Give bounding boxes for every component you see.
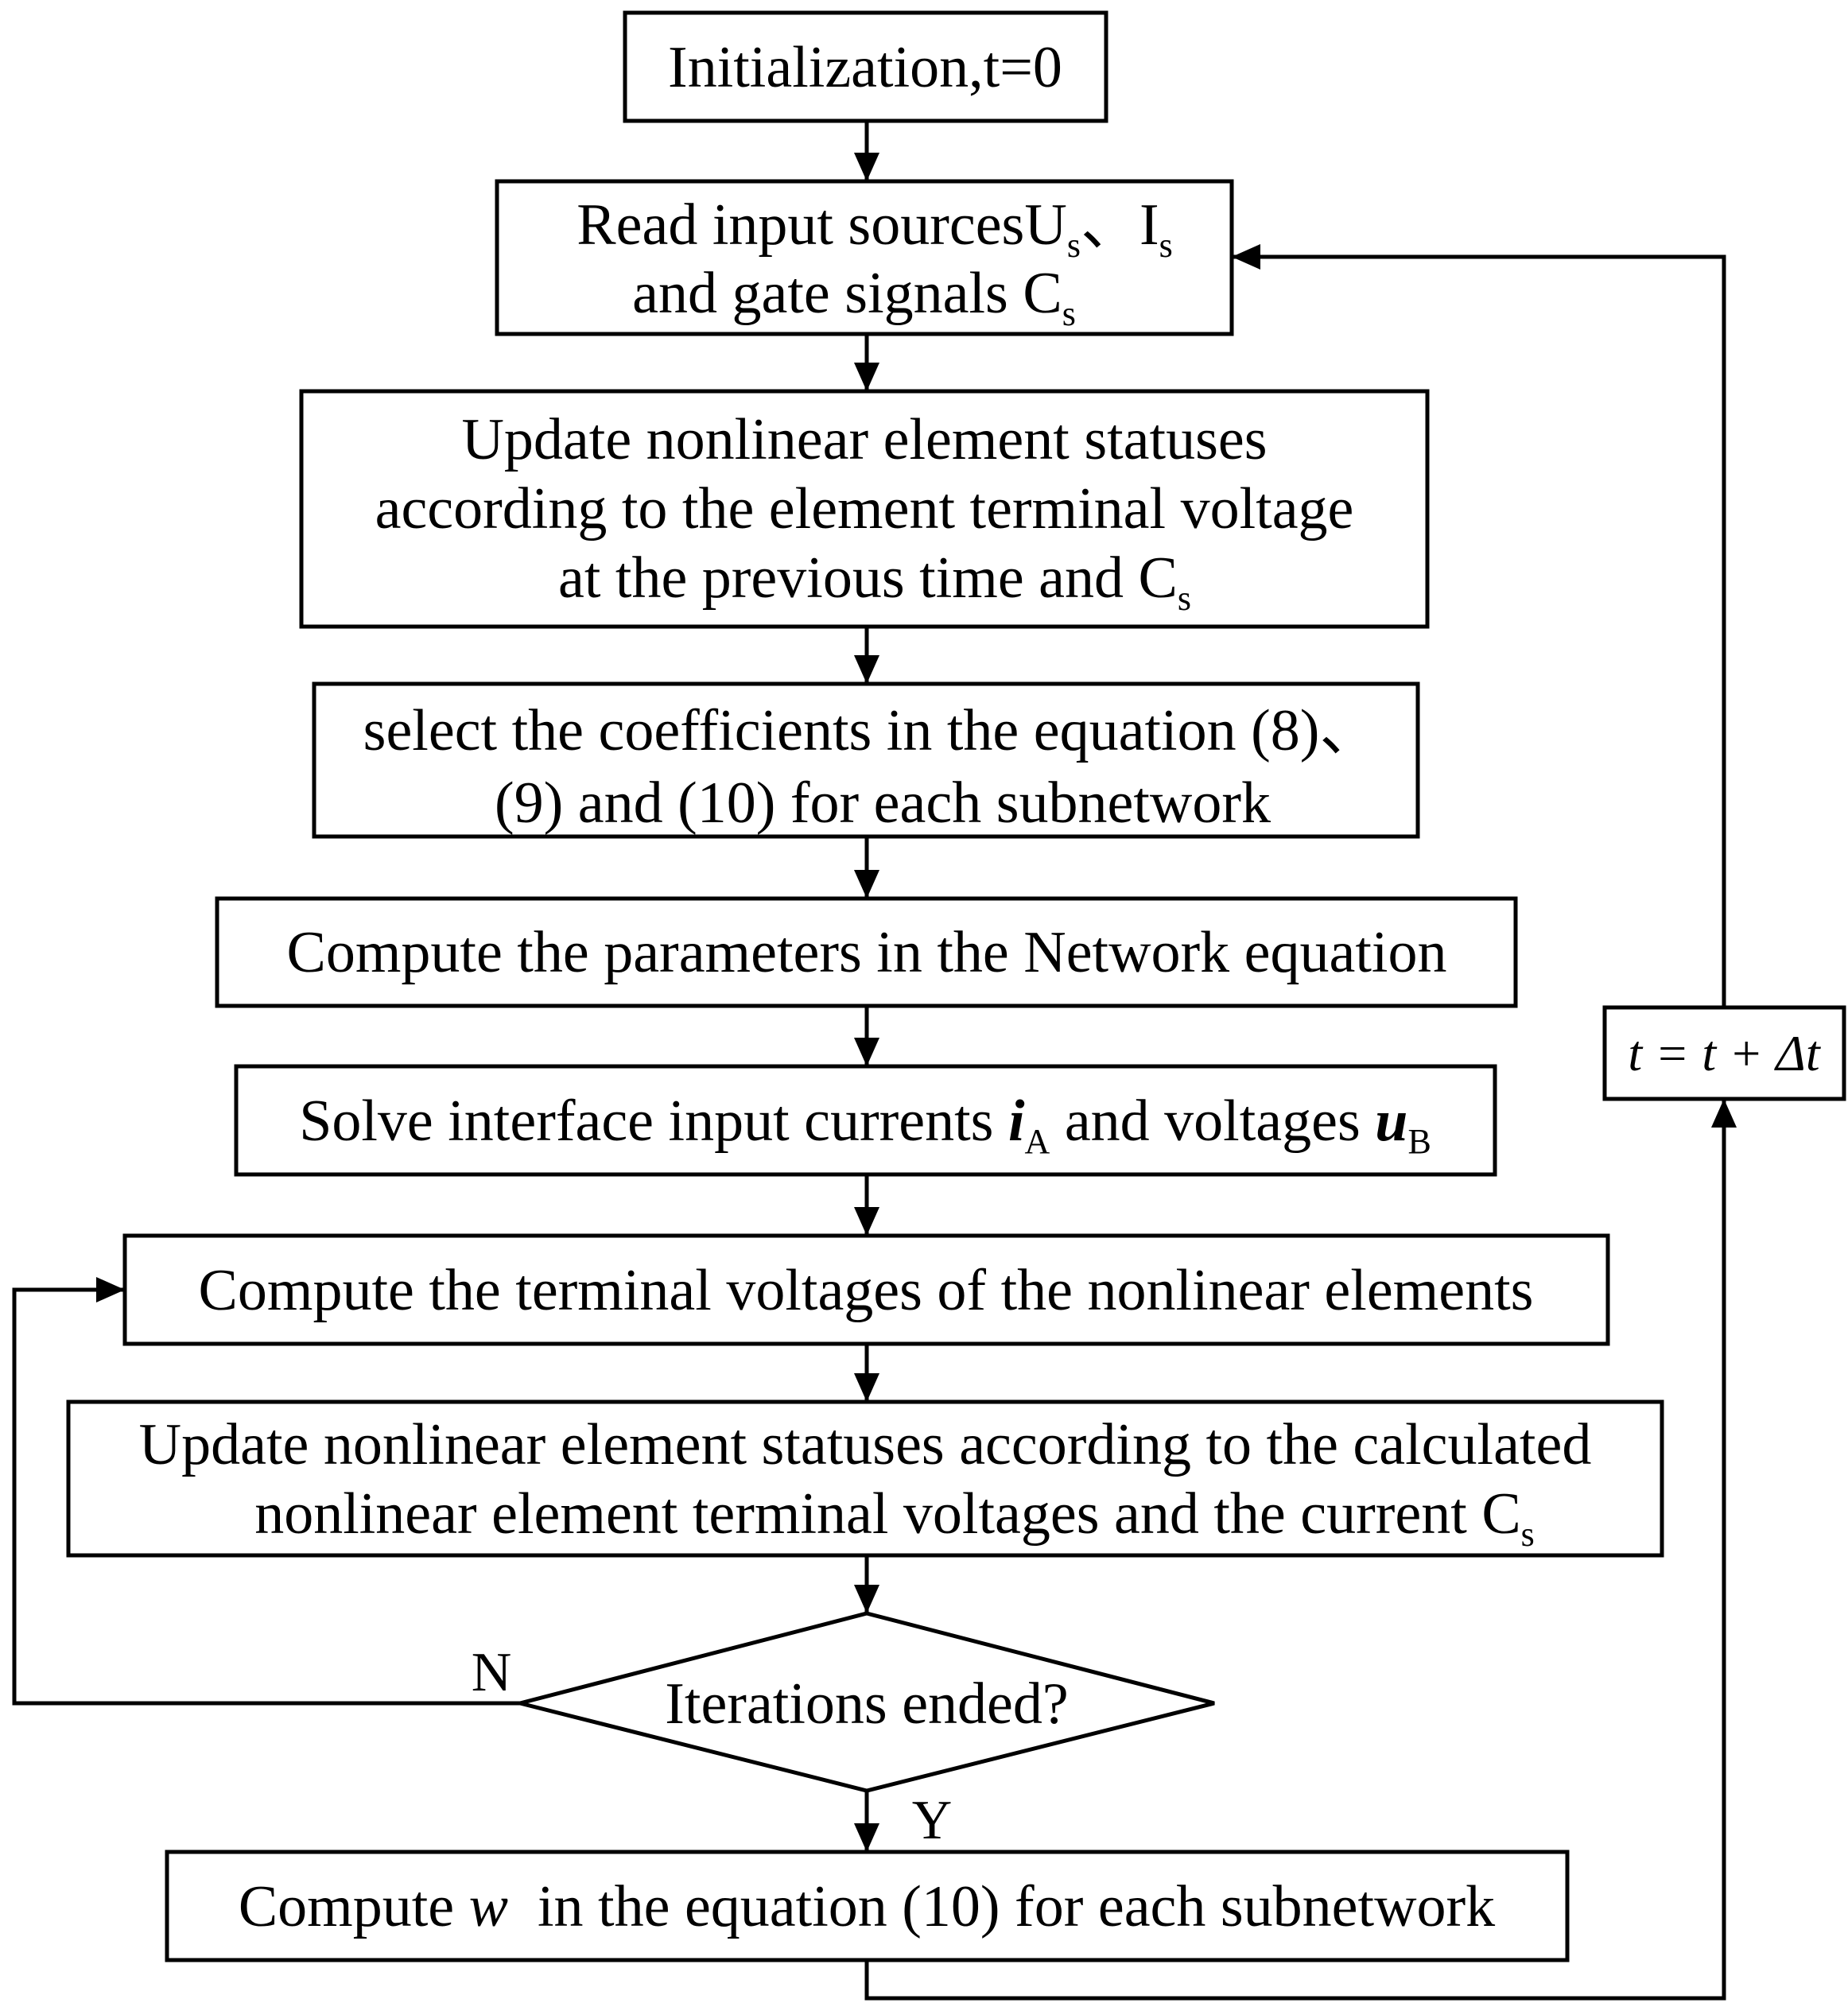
solve-interface-box (234, 1064, 1497, 1177)
read-inputs-line2: and gate signals Cs (632, 261, 1076, 333)
c-subscript: s (1521, 1515, 1535, 1554)
read-inputs-text: Read input sources (577, 192, 1024, 258)
solve-text-middle: and voltages (1050, 1089, 1375, 1154)
previous-time-text: at the previous time and (558, 545, 1139, 611)
c-subscript: s (1178, 579, 1191, 618)
start-box (623, 10, 1108, 123)
time-step-label: t = t + Δt (1628, 1025, 1822, 1081)
update-previous-box (299, 389, 1430, 629)
update-previous-line1: Update nonlinear element statuses (461, 407, 1267, 472)
select-coefficients-line2: (9) and (10) for each subnetwork (495, 771, 1271, 836)
compute-parameters-node: Compute the parameters in the Network eq… (215, 896, 1518, 1008)
select-coefficients-box (312, 681, 1420, 839)
solve-interface-node: Solve interface input currents iA and vo… (234, 1064, 1497, 1177)
edge-compute-w-to-time-step (864, 1099, 1737, 2001)
compute-terminal-voltages-node: Compute the terminal voltages of the non… (122, 1233, 1610, 1346)
calculated-text: nonlinear element terminal voltages and … (254, 1481, 1481, 1547)
update-calculated-line2: nonlinear element terminal voltages and … (254, 1481, 1535, 1554)
c-symbol: C (1023, 261, 1062, 326)
c-subscript: s (1062, 294, 1076, 333)
current-symbol: i (1008, 1089, 1025, 1154)
update-calculated-box (66, 1399, 1664, 1558)
start-label: Initialization,t=0 (668, 35, 1062, 100)
read-inputs-box (495, 179, 1234, 336)
start-node: Initialization,t=0 (623, 10, 1108, 123)
c-symbol: C (1481, 1481, 1520, 1547)
select-coefficients-node: select the coefficients in the equation … (312, 681, 1420, 839)
separator-mark: 、 (1081, 192, 1139, 258)
compute-terminal-voltages-label: Compute the terminal voltages of the non… (199, 1258, 1534, 1323)
current-subscript: A (1025, 1122, 1050, 1161)
u-symbol: U (1024, 192, 1066, 258)
update-previous-line2: according to the element terminal voltag… (375, 476, 1354, 542)
update-calculated-line1: Update nonlinear element statuses accord… (139, 1412, 1592, 1477)
i-subscript: s (1159, 226, 1173, 265)
decision-node: Iterations ended? (519, 1611, 1215, 1793)
time-step-node: t = t + Δt (1602, 1005, 1846, 1101)
u-subscript: s (1067, 226, 1081, 265)
voltage-subscript: B (1407, 1122, 1431, 1161)
voltage-symbol: u (1375, 1089, 1407, 1154)
decision-label: Iterations ended? (665, 1671, 1069, 1737)
update-previous-line3: at the previous time and Cs (558, 545, 1191, 618)
update-calculated-node: Update nonlinear element statuses accord… (66, 1399, 1664, 1558)
compute-w-node: Compute w in the equation (10) for each … (165, 1850, 1570, 1962)
compute-parameters-label: Compute the parameters in the Network eq… (286, 920, 1446, 985)
i-symbol: I (1139, 192, 1159, 258)
no-branch-label: N (472, 1642, 512, 1703)
c-symbol: C (1139, 545, 1178, 611)
gate-signals-text: and gate signals (632, 261, 1023, 326)
solve-interface-label: Solve interface input currents iA and vo… (299, 1089, 1431, 1161)
compute-w-label: Compute w in the equation (10) for each … (239, 1874, 1495, 1939)
edge-time-step-to-read-inputs (1232, 244, 1726, 1007)
read-inputs-node: Read input sourcesUs、Is and gate signals… (495, 179, 1234, 336)
select-coefficients-line1: select the coefficients in the equation … (363, 698, 1379, 763)
compute-w-text-after: in the equation (10) for each subnetwork (508, 1874, 1495, 1939)
compute-w-text-before: Compute (239, 1874, 469, 1939)
read-inputs-line1: Read input sourcesUs、Is (577, 192, 1172, 265)
edge-decision-no-loop (12, 1277, 520, 1706)
solve-text-before: Solve interface input currents (299, 1089, 1008, 1154)
update-previous-node: Update nonlinear element statuses accord… (299, 389, 1430, 629)
yes-branch-label: Y (912, 1790, 953, 1851)
w-symbol: w (469, 1874, 508, 1939)
